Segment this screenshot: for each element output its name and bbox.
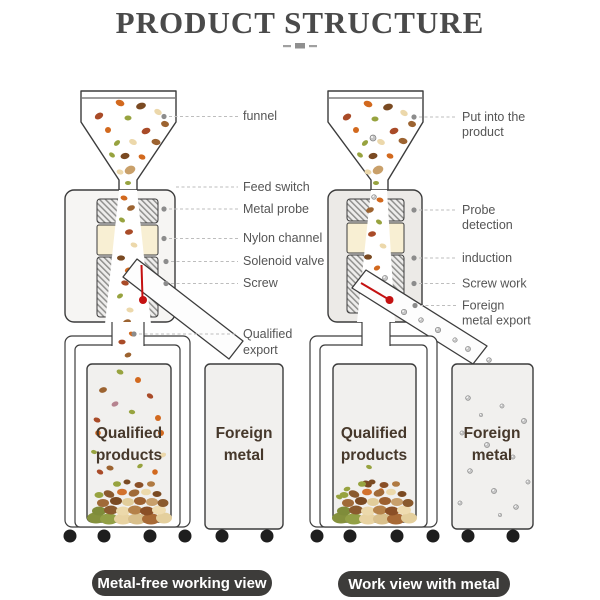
label-foreign-metal-export-line1: Foreign — [462, 299, 504, 313]
caption-left-text: Metal-free working view — [97, 575, 267, 592]
label-screw-work: Screw work — [462, 277, 527, 291]
label-metal-probe: Metal probe — [243, 202, 309, 216]
qualified-container-label-line1: Qualified — [96, 425, 162, 442]
label-feed-switch: Feed switch — [243, 180, 310, 194]
caption-badge-left: Metal-free working view — [92, 570, 272, 596]
label-probe-detection-line1: Probe — [462, 203, 495, 217]
caster-wheels — [63, 529, 274, 543]
funnel-shape — [80, 90, 177, 193]
label-screw: Screw — [243, 276, 279, 290]
foreign-metal-container — [204, 363, 284, 530]
foreign-metal-container — [451, 363, 534, 530]
foreign-container-label-line1: Foreign — [216, 425, 273, 442]
foreign-container-label-line2: metal — [224, 447, 265, 464]
caster-wheels — [310, 529, 520, 543]
qualified-container-label-line1: Qualified — [341, 425, 407, 442]
falling-nuts — [342, 100, 416, 271]
solenoid-valve-indicator — [360, 282, 394, 304]
foreign-container-label-line2: metal — [472, 447, 513, 464]
qualified-container-label-line2: products — [341, 447, 407, 464]
label-leaders — [411, 114, 457, 309]
funnel-shape — [327, 90, 424, 193]
label-funnel: funnel — [243, 109, 277, 123]
label-put-into-the-product-line2: product — [462, 125, 504, 139]
falling-nuts — [94, 99, 169, 325]
qualified-container-label-line2: products — [96, 447, 162, 464]
title-divider — [283, 43, 317, 49]
falling-nuts-container — [91, 369, 167, 475]
right-machine-diagram: Qualified products Foreign metal — [309, 90, 534, 597]
label-nylon-channel: Nylon channel — [243, 231, 322, 245]
label-foreign-metal-export-line2: metal export — [462, 314, 531, 328]
left-machine-diagram: Qualified products Foreign metal funnel … — [63, 90, 324, 596]
caption-badge-right: Work view with metal — [338, 571, 510, 597]
page-title: PRODUCT STRUCTURE — [116, 5, 485, 40]
label-induction: induction — [462, 251, 512, 265]
label-put-into-the-product-line1: Put into the — [462, 110, 525, 124]
label-qualified-export-line1: Qualified — [243, 327, 292, 341]
label-qualified-export-line2: export — [243, 343, 278, 357]
foreign-container-label-line1: Foreign — [464, 425, 521, 442]
discharge-tube — [111, 322, 145, 348]
label-probe-detection-line2: detection — [462, 218, 513, 232]
label-solenoid-valve: Solenoid valve — [243, 254, 324, 268]
caption-right-text: Work view with metal — [348, 576, 499, 593]
solenoid-valve-indicator — [139, 264, 147, 304]
label-leaders — [131, 113, 238, 337]
discharge-tube — [361, 322, 391, 348]
